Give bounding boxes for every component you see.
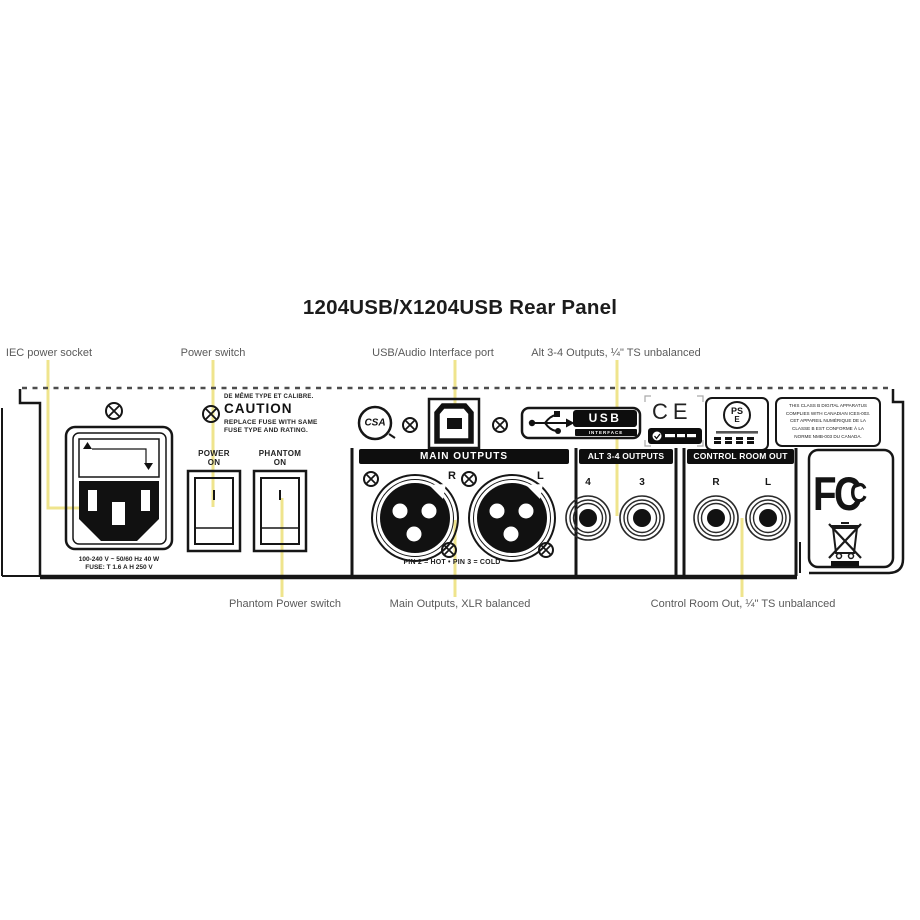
ctick-badge <box>648 428 702 444</box>
xlr-connector-left <box>468 474 556 562</box>
screw-icon <box>402 417 418 433</box>
caution-line-1: REPLACE FUSE WITH SAME <box>224 419 318 426</box>
main-outputs-header: MAIN OUTPUTS <box>359 449 569 464</box>
pse-mark-ps: PS <box>730 406 744 416</box>
xlr-label-r: R <box>448 470 456 482</box>
callout-label-power-switch: Power switch <box>180 347 246 359</box>
ices-line: CET APPAREIL NUMÉRIQUE DE LA <box>790 418 866 424</box>
caution-title: CAUTION <box>224 401 293 416</box>
alt-jack-label-4: 4 <box>585 477 591 488</box>
ctrl-jack-label-r: R <box>712 477 720 488</box>
csa-logo <box>357 405 396 441</box>
caution-french-note: DE MÊME TYPE ET CALIBRE. <box>224 394 314 400</box>
xlr-label-l: L <box>537 470 544 482</box>
csa-logo-text: CSA <box>364 417 386 429</box>
callout-label-usb-interface-port: USB/Audio Interface port <box>372 347 494 359</box>
callout-label-alt-outputs: Alt 3-4 Outputs, ¼" TS unbalanced <box>531 347 701 359</box>
ts-jack-alt-4 <box>565 495 611 541</box>
fcc-letter-c-inner: C <box>850 477 868 508</box>
callout-label-main-outputs: Main Outputs, XLR balanced <box>389 598 531 610</box>
power-switch <box>186 469 242 553</box>
ices-line: NORME NMB-003 DU CANADA. <box>794 433 862 439</box>
fcc-letter-f: F <box>813 467 837 520</box>
ts-jack-ctrl-l <box>745 495 791 541</box>
ices-notice-text: THIS CLASS B DIGITAL APPARATUS COMPLIES … <box>780 402 876 441</box>
ices-line: COMPLIES WITH CANADIAN ICES-003. <box>785 410 871 416</box>
ce-crop-marks <box>644 395 704 447</box>
iec-power-socket <box>64 425 174 551</box>
screw-icon <box>363 471 379 487</box>
power-rating-line-1: 100-240 V ~ 50/60 Hz 40 W <box>78 556 160 563</box>
callout-label-phantom-power-switch: Phantom Power switch <box>229 598 341 610</box>
usb-logo-badge <box>520 406 642 440</box>
phantom-switch-label: PHANTOM ON <box>259 449 301 467</box>
ts-jack-ctrl-r <box>693 495 739 541</box>
usb-trident-icon <box>528 411 575 434</box>
iec-inlet <box>79 481 159 541</box>
usb-interface-text: INTERFACE <box>588 430 624 435</box>
screw-icon <box>105 402 123 420</box>
phantom-switch <box>252 469 308 553</box>
ices-line: CLASSE B EST CONFORME À LA <box>792 426 864 432</box>
fcc-letter-c-outer: C <box>834 467 862 520</box>
usb-b-port <box>427 397 481 450</box>
xlr-connector-right <box>371 474 459 562</box>
alt-jack-label-3: 3 <box>639 477 645 488</box>
pin-wiring-note: PIN 2 = HOT • PIN 3 = COLD <box>403 559 501 566</box>
power-switch-label: POWER ON <box>198 449 230 467</box>
usb-logo-text: USB <box>588 411 622 425</box>
pse-mark-e: E <box>734 415 740 424</box>
caution-line-2: FUSE TYPE AND RATING. <box>224 427 309 434</box>
ts-jack-alt-3 <box>619 495 665 541</box>
alt-outputs-header: ALT 3-4 OUTPUTS <box>579 449 673 464</box>
screw-icon <box>202 405 220 423</box>
fcc-logo: F C C <box>813 466 883 520</box>
phantom-switch-label-top: PHANTOM <box>258 449 302 458</box>
ctrl-jack-label-l: L <box>764 477 772 488</box>
ce-mark: CE <box>652 399 693 424</box>
screw-icon <box>492 417 508 433</box>
screw-icon <box>461 471 477 487</box>
control-room-header: CONTROL ROOM OUT <box>687 449 794 464</box>
ts-jacks <box>565 495 791 541</box>
phantom-switch-label-on: ON <box>273 458 287 467</box>
page-title: 1204USB/X1204USB Rear Panel <box>302 296 618 319</box>
callout-label-control-room-out: Control Room Out, ¼" TS unbalanced <box>650 598 836 610</box>
ices-line: THIS CLASS B DIGITAL APPARATUS <box>789 403 867 408</box>
panel-outline <box>1 389 905 580</box>
screw-icons <box>105 402 554 558</box>
ices-notice-box <box>775 397 881 447</box>
fuse-drawer <box>78 438 160 478</box>
power-switch-label-on: ON <box>207 458 221 467</box>
callout-label-iec-power-socket: IEC power socket <box>5 347 93 359</box>
power-switch-label-top: POWER <box>198 449 230 458</box>
power-rating-line-2: FUSE: T 1.6 A H 250 V <box>85 564 153 571</box>
weee-bin-icon <box>828 522 862 566</box>
